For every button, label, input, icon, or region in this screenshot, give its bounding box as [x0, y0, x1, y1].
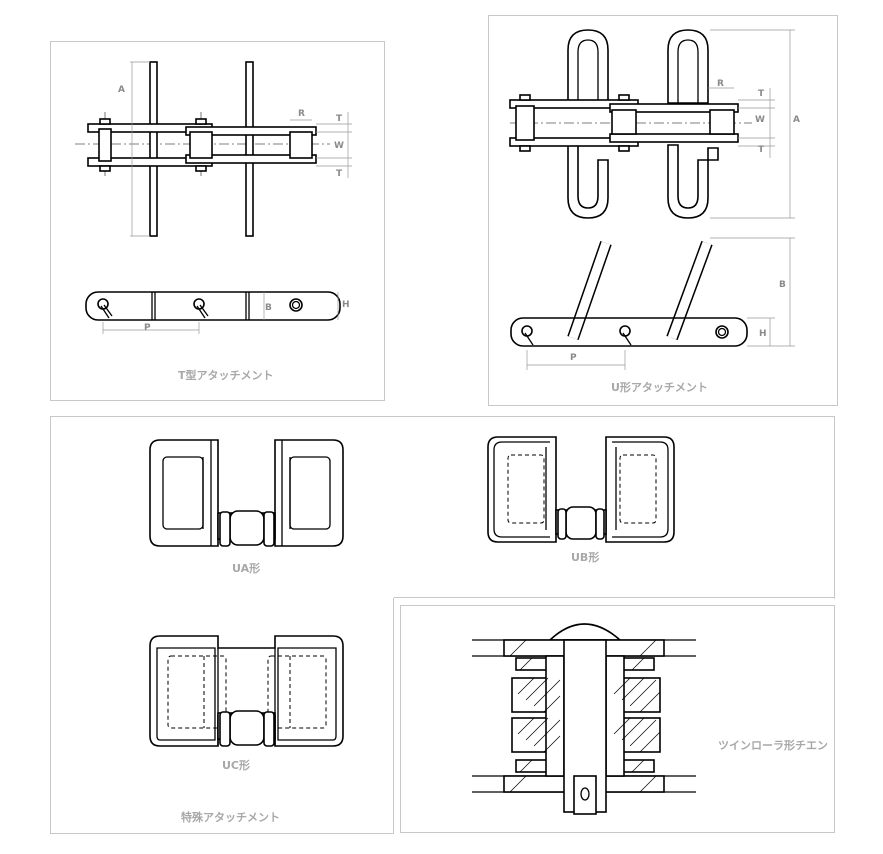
caption-u-type: U形アタッチメント	[611, 381, 708, 394]
dim-w-label: W	[334, 141, 344, 151]
panel-t-type-attachment	[50, 41, 385, 401]
caption-ub: UB形	[571, 551, 600, 564]
panel-u-type-attachment	[488, 15, 838, 406]
caption-special: 特殊アタッチメント	[181, 811, 280, 824]
panel-twin-roller-chain	[400, 605, 835, 833]
caption-twin-roller: ツインローラ形チエン	[718, 739, 828, 752]
caption-t-type: T型アタッチメント	[178, 369, 274, 382]
caption-uc: UC形	[222, 759, 251, 772]
dim-t-bottom-label: T	[336, 169, 343, 179]
caption-ua: UA形	[232, 562, 261, 575]
dim-t-bottom-label-u: T	[758, 145, 765, 155]
dim-b-label-u: B	[779, 280, 786, 290]
dim-t-top-label-u: T	[758, 89, 765, 99]
dim-p-label: P	[144, 323, 151, 333]
divider	[394, 597, 835, 598]
dim-a-label-u: A	[793, 115, 800, 125]
dim-h-label: H	[342, 300, 350, 310]
dim-w-label-u: W	[755, 115, 765, 125]
dim-r-label: R	[298, 109, 305, 119]
dim-a-label: A	[118, 85, 125, 95]
dim-h-label-u: H	[759, 329, 767, 339]
dim-t-top-label: T	[336, 114, 343, 124]
dim-p-label-u: P	[570, 353, 577, 363]
dim-r-label-u: R	[717, 79, 724, 89]
dim-b-label: B	[265, 303, 272, 313]
